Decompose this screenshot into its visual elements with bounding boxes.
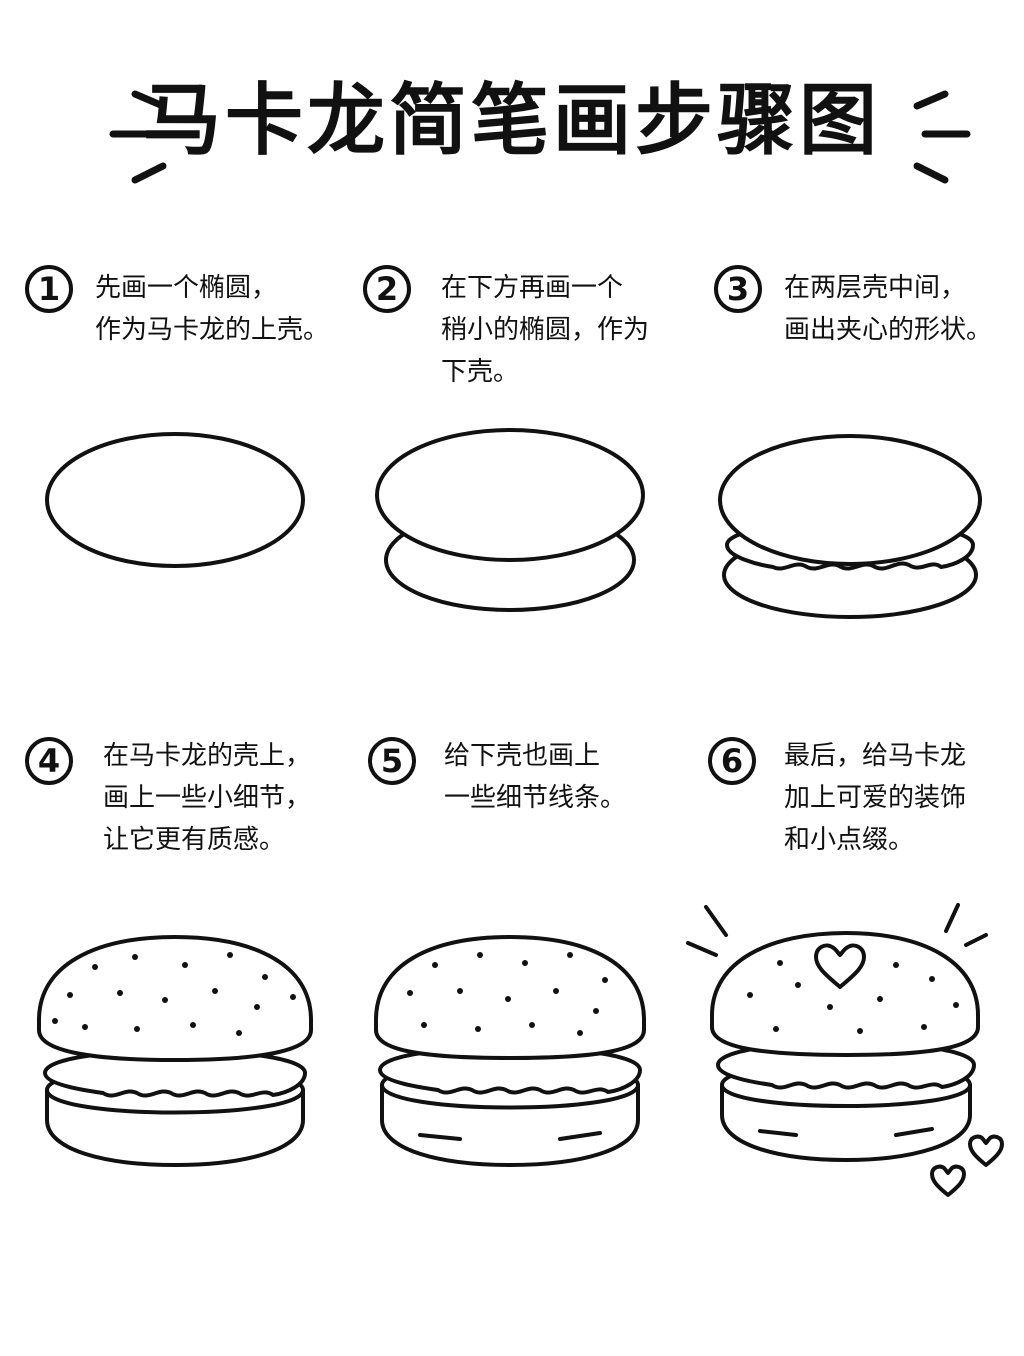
step-text-line: 在两层壳中间， <box>784 273 967 303</box>
filling <box>43 1048 307 1098</box>
shell-speckles <box>747 960 959 1034</box>
macaron-drawing-step-4 <box>37 935 313 1167</box>
top-shell <box>718 434 982 566</box>
step-text-line: 让它更有质感。 <box>103 825 286 855</box>
macaron-drawing-step-6 <box>686 903 1004 1197</box>
step-text-line: 一些细节线条。 <box>444 783 627 813</box>
macaron-drawing-step-2 <box>375 428 645 612</box>
shell-speckles <box>52 952 296 1036</box>
step-text-line: 和小点缀。 <box>784 825 915 855</box>
macaron-drawing-step-1 <box>45 432 305 568</box>
step-text-line: 先画一个椭圆， <box>95 273 278 303</box>
step-description: 在两层壳中间， 画出夹心的形状。 <box>784 267 1024 351</box>
step-text-line: 作为马卡龙的上壳。 <box>95 315 330 345</box>
step-number-badge: 2 <box>363 265 411 313</box>
step-text-line: 加上可爱的装饰 <box>784 783 967 813</box>
spark-lines-right-icon <box>913 90 971 184</box>
step-number-badge: 5 <box>368 737 416 785</box>
top-shell <box>45 432 305 568</box>
filling <box>378 1045 642 1095</box>
step-number-badge: 4 <box>25 737 73 785</box>
step-text-line: 给下壳也画上 <box>444 741 601 771</box>
step-description: 在下方再画一个 稍小的椭圆，作为 下壳。 <box>441 267 711 393</box>
bottom-shell-detail-line <box>418 1133 462 1141</box>
macaron-drawing-step-3 <box>718 434 982 619</box>
heart-icon <box>814 943 866 989</box>
step-description: 先画一个椭圆， 作为马卡龙的上壳。 <box>95 267 365 351</box>
step-text-line: 画上一些小细节， <box>103 783 312 813</box>
spark-lines-left-icon <box>109 90 167 184</box>
step-number-badge: 6 <box>708 737 756 785</box>
step-description: 给下壳也画上 一些细节线条。 <box>444 735 714 819</box>
step-text-line: 在马卡龙的壳上， <box>103 741 312 771</box>
macaron-drawing-step-5 <box>374 935 646 1167</box>
step-text-line: 下壳。 <box>441 357 520 387</box>
top-shell <box>37 935 313 1062</box>
heart-icon <box>930 1164 966 1197</box>
spark-lines-icon <box>686 903 988 957</box>
top-shell <box>375 428 645 562</box>
bottom-shell-detail-line <box>894 1127 934 1137</box>
step-description: 在马卡龙的壳上， 画上一些小细节， 让它更有质感。 <box>103 735 373 861</box>
step-text-line: 在下方再画一个 <box>441 273 624 303</box>
step-number-badge: 3 <box>714 265 762 313</box>
step-description: 最后，给马卡龙 加上可爱的装饰 和小点缀。 <box>784 735 1024 861</box>
step-text-line: 最后，给马卡龙 <box>784 741 967 771</box>
step-text-line: 稍小的椭圆，作为 <box>441 315 650 345</box>
heart-icon <box>968 1134 1004 1167</box>
shell-speckles <box>407 952 608 1036</box>
page-title: 马卡龙简笔画步骤图 <box>142 76 881 166</box>
bottom-shell-detail-line <box>758 1129 798 1137</box>
step-text-line: 画出夹心的形状。 <box>784 315 993 345</box>
bottom-shell-detail-line <box>558 1131 602 1141</box>
step-number-badge: 1 <box>25 265 73 313</box>
